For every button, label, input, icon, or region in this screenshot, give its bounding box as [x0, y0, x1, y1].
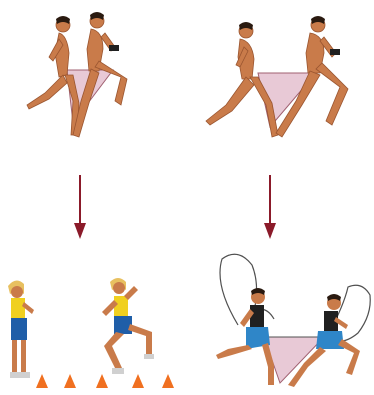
standing-athlete — [8, 280, 34, 378]
cone — [162, 374, 174, 388]
drill-athlete — [102, 278, 154, 374]
cone — [64, 374, 76, 388]
cone-drill-illustration — [0, 270, 185, 395]
runners-contour-illustration — [208, 245, 374, 395]
panel-bottom-right — [208, 245, 374, 395]
arrow-down-icon — [262, 175, 278, 245]
arrow-down-icon — [72, 175, 88, 245]
left-down-arrow — [72, 175, 88, 245]
cone — [96, 374, 108, 388]
panel-top-right — [200, 5, 370, 140]
runners-short-stride-illustration — [15, 5, 165, 140]
cone — [132, 374, 144, 388]
cones — [36, 374, 174, 388]
back-runner — [216, 288, 274, 385]
cone — [36, 374, 48, 388]
right-down-arrow — [262, 175, 278, 245]
panel-top-left — [15, 5, 165, 140]
wristband — [330, 49, 340, 55]
panel-bottom-left — [0, 270, 185, 395]
back-runner — [27, 18, 79, 135]
wristband — [109, 45, 119, 51]
runners-long-stride-illustration — [200, 5, 370, 140]
